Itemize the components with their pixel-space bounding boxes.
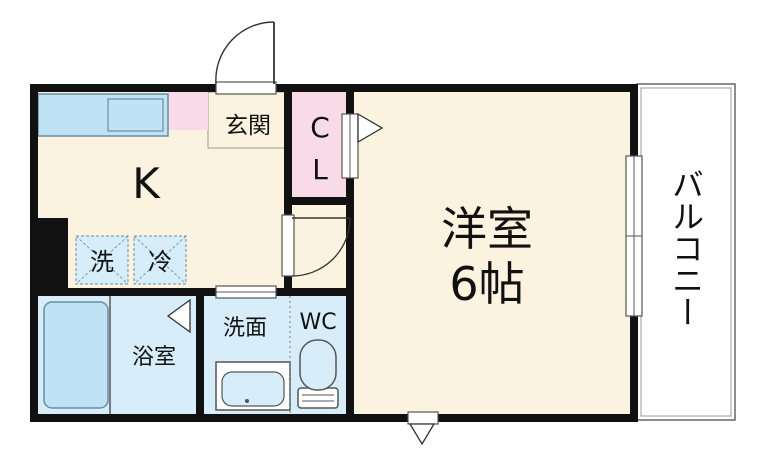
wash-basin-drain: [245, 399, 249, 403]
wall-closet-bottom: [284, 197, 354, 205]
wall-closet-right-lower: [346, 178, 354, 205]
entrance-door-swing: [215, 21, 275, 85]
kitchen-label: K: [132, 159, 161, 208]
balcony-label: バルコニー: [667, 168, 705, 328]
washer-diagonal-b: [75, 235, 129, 285]
wall-top: [30, 84, 216, 92]
corridor-door-swing: [291, 217, 351, 277]
entrance-door-opening: [215, 81, 277, 95]
bottom-window: [407, 411, 439, 425]
kitchen-pink-area: [168, 92, 208, 130]
bottom-opening-triangle: [408, 423, 436, 446]
fridge-label: 冷: [148, 248, 172, 276]
fridge-diagonal-b: [133, 235, 187, 285]
corridor-door-opening: [281, 214, 295, 277]
wall-corridor-left: [284, 197, 292, 215]
wall-corridor-left-lower: [284, 276, 292, 296]
kitchen-counter: [37, 93, 169, 137]
western-room-size-label: 6帖: [449, 257, 524, 311]
wash-basin-bowl: [221, 371, 285, 407]
washer-label: 洗: [90, 248, 114, 276]
wc-label: WC: [299, 310, 336, 335]
wall-bottom-right: [438, 414, 638, 422]
wall-right-bottom: [630, 316, 638, 422]
wall-closet-right: [346, 92, 354, 114]
wall-wet-top-c: [276, 288, 354, 296]
bathtub: [43, 301, 109, 409]
wall-closet-left: [284, 92, 292, 205]
wall-bath-wash: [196, 288, 204, 422]
western-room-floor: [352, 92, 630, 414]
kitchen-pillar: [30, 218, 68, 290]
wall-top-right: [276, 84, 638, 92]
bath-opening-triangle: [166, 298, 191, 334]
washroom-label: 洗面: [223, 316, 267, 341]
wall-corridor-right: [346, 197, 354, 422]
toilet-tank: [297, 387, 339, 409]
closet-label-top: C: [310, 111, 330, 144]
western-room-label: 洋室: [441, 202, 533, 256]
bath-label: 浴室: [132, 345, 176, 370]
closet-label-bottom: L: [312, 153, 328, 186]
balcony-area: [636, 83, 736, 421]
wall-bottom: [30, 414, 408, 422]
toilet-bowl: [299, 339, 337, 391]
wall-wet-top-b: [196, 288, 216, 296]
kitchen-sink: [107, 98, 164, 132]
closet-opening-triangle: [357, 112, 384, 144]
wall-wet-top-a: [30, 288, 200, 296]
genkan-label: 玄関: [225, 113, 271, 139]
wall-right-top: [630, 84, 638, 156]
